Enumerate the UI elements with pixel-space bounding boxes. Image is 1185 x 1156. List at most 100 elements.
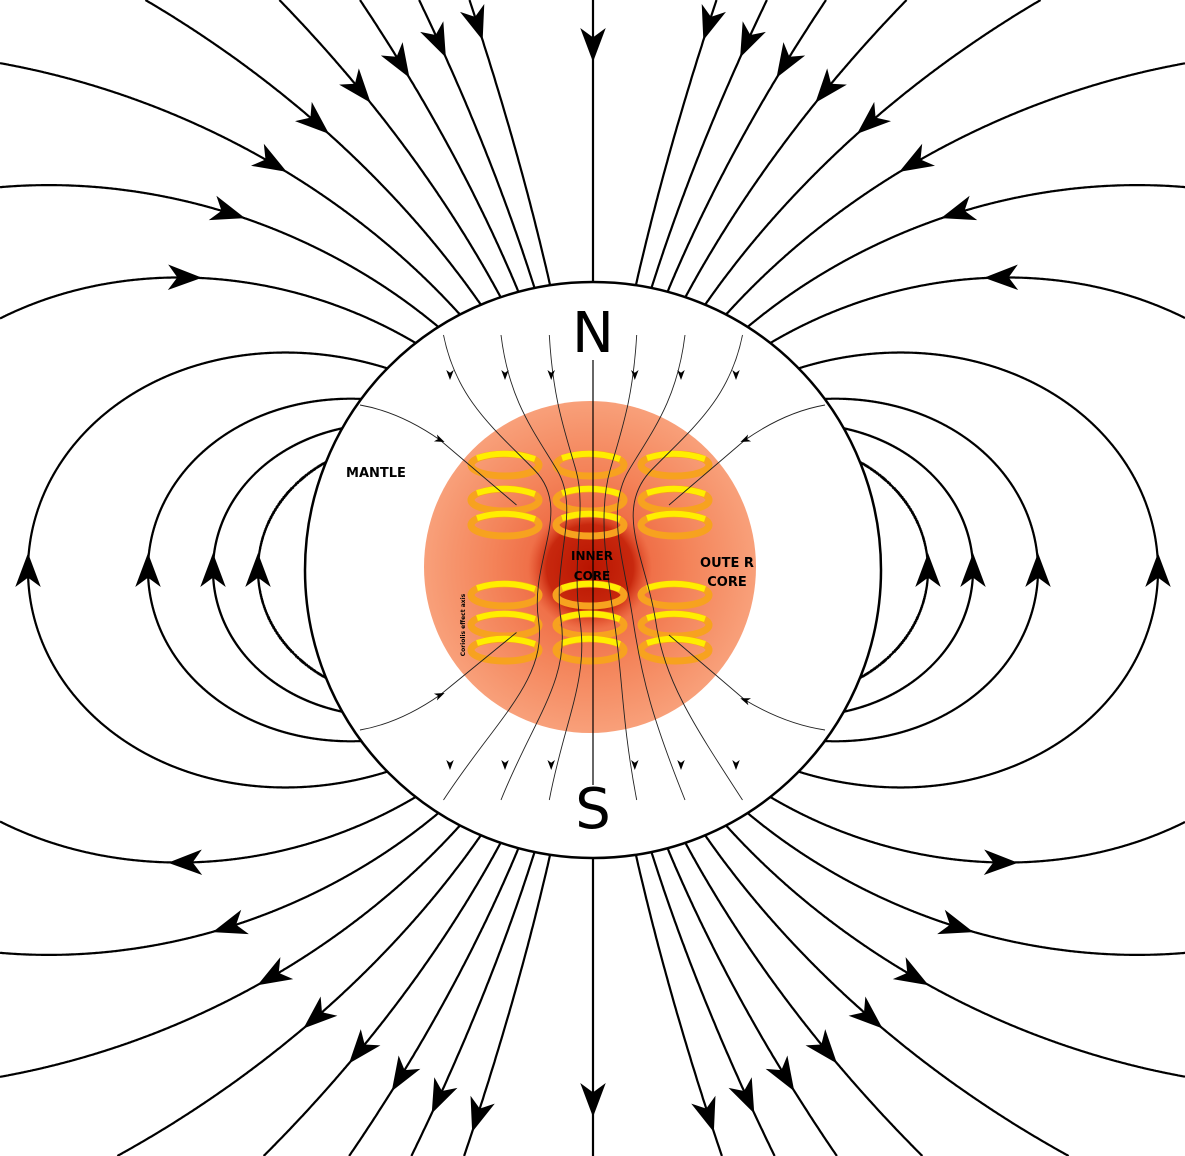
helix-highlight: [476, 485, 536, 497]
internal-field-line: [616, 334, 686, 801]
helix-highlight: [561, 450, 621, 462]
helix-highlight: [646, 635, 706, 647]
helix-highlight: [646, 485, 706, 497]
field-arrow-left: [200, 553, 226, 587]
internal-field-line: [443, 334, 552, 801]
internal-arrow: [732, 370, 740, 380]
south-pole-label: S: [575, 777, 611, 842]
internal-field-line: [500, 334, 568, 801]
internal-arrow: [740, 698, 751, 706]
field-arrow-left: [250, 143, 287, 172]
field-arrow-right: [848, 996, 883, 1029]
internal-arrow: [677, 370, 685, 380]
mantle-label: MANTLE: [346, 466, 406, 481]
field-arrow-right: [805, 1029, 838, 1064]
field-arrow-left: [380, 42, 410, 78]
field-line: [463, 0, 552, 1156]
helix-highlight: [476, 635, 536, 647]
field-arrow-left: [470, 1095, 495, 1133]
field-line: [0, 276, 417, 864]
field-arrow-right: [937, 909, 974, 935]
field-arrow-left: [15, 553, 41, 587]
field-arrow-right: [984, 264, 1019, 291]
internal-arrow: [631, 760, 639, 770]
field-arrow-left: [348, 1029, 381, 1064]
helix-highlight: [561, 635, 621, 647]
field-arrow-bottom: [580, 1083, 606, 1117]
north-pole-label: N: [572, 301, 614, 366]
field-arrow-right: [815, 68, 847, 103]
field-arrow-left: [208, 195, 246, 221]
field-arrow-right: [691, 1095, 716, 1133]
field-line: [704, 0, 1070, 1156]
helix-highlight: [476, 580, 536, 592]
field-arrow-right: [915, 553, 941, 587]
field-line: [666, 0, 838, 1156]
field-arrow-right: [983, 849, 1018, 876]
helix-highlight: [646, 450, 706, 462]
helix-highlight: [476, 450, 536, 462]
field-arrow-left: [339, 68, 371, 103]
field-arrow-left: [168, 849, 203, 876]
field-arrow-right: [740, 21, 766, 58]
helix-highlight: [646, 610, 706, 622]
internal-arrow: [433, 434, 445, 443]
field-arrow-left: [167, 264, 202, 291]
field-arrow-right: [1145, 553, 1171, 587]
field-arrow-right: [940, 195, 978, 221]
helix-highlight: [476, 510, 536, 522]
helix-highlight: [646, 580, 706, 592]
internal-arrow: [446, 370, 454, 380]
inner-core-label-line2: CORE: [574, 569, 610, 583]
coriolis-axis-label: Coriolis effect axis: [460, 593, 467, 656]
field-arrow-right: [899, 143, 936, 172]
internal-arrow: [732, 760, 740, 770]
internal-field-line: [632, 334, 743, 801]
internal-arrow: [547, 370, 555, 380]
internal-arrow: [433, 692, 445, 701]
field-line: [262, 0, 502, 1156]
field-arrow-left: [257, 957, 294, 986]
outer-core-label-line2: CORE: [707, 575, 746, 590]
field-arrow-left: [460, 3, 485, 41]
field-arrow-left: [212, 909, 249, 935]
internal-field-lines: [359, 334, 826, 801]
internal-arrow: [501, 370, 509, 380]
internal-arrow: [446, 760, 454, 770]
field-arrow-right: [728, 1077, 755, 1114]
internal-arrow: [677, 760, 685, 770]
field-line: [634, 0, 723, 1156]
helix-highlight: [646, 510, 706, 522]
field-arrow-right: [856, 101, 891, 134]
helix-highlight: [561, 485, 621, 497]
field-arrow-right: [1025, 553, 1051, 587]
internal-arrow: [740, 434, 752, 443]
field-arrow-left: [391, 1055, 421, 1092]
field-arrow-left: [295, 101, 330, 134]
field-arrow-right: [765, 1055, 795, 1092]
helix-highlight: [476, 610, 536, 622]
field-line: [116, 0, 482, 1156]
field-arrow-top: [580, 28, 606, 62]
field-arrow-left: [245, 553, 271, 587]
inner-core-label-line1: INNER: [571, 549, 613, 563]
internal-field-line: [548, 334, 583, 801]
field-line: [769, 276, 1185, 864]
field-line: [348, 0, 520, 1156]
helix-highlight: [561, 610, 621, 622]
field-line: [684, 0, 924, 1156]
field-arrow-left: [420, 21, 446, 58]
field-arrow-left: [303, 996, 338, 1029]
field-arrow-right: [701, 3, 726, 41]
field-arrow-right: [960, 553, 986, 587]
internal-field-line: [603, 334, 638, 801]
convection-helices: [467, 450, 713, 665]
internal-arrow: [631, 370, 639, 380]
internal-arrow: [501, 760, 509, 770]
field-arrow-right: [892, 957, 929, 986]
helix-highlight: [561, 580, 621, 592]
field-arrow-left: [431, 1077, 458, 1114]
